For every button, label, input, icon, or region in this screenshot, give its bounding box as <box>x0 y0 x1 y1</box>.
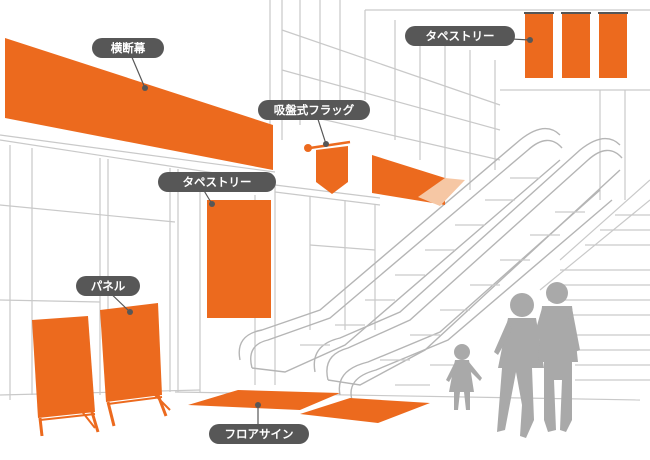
floor-sign-1 <box>188 390 340 410</box>
label-tapestry-top: タペストリー <box>405 26 515 46</box>
label-kyuban-flag-text: 吸盤式フラッグ <box>274 103 355 117</box>
wall-flag-light <box>418 178 465 206</box>
escalators <box>238 127 623 401</box>
woman-silhouette <box>494 293 544 438</box>
label-floor-sign: フロアサイン <box>209 424 309 444</box>
floor-sign-2 <box>300 398 430 423</box>
child-silhouette <box>446 344 482 410</box>
label-tapestry-top-text: タペストリー <box>426 29 495 43</box>
tapestry-top-1 <box>525 14 553 78</box>
panel-left <box>32 316 100 437</box>
label-panel-text: パネル <box>91 279 126 293</box>
man-silhouette <box>530 282 580 432</box>
staircase <box>539 179 650 381</box>
label-yokodanmaku-text: 横断幕 <box>111 41 146 55</box>
label-tapestry-mid-text: タペストリー <box>183 175 252 189</box>
label-yokodanmaku: 横断幕 <box>92 38 164 58</box>
tapestry-group-top <box>524 12 628 78</box>
label-panel: パネル <box>76 276 140 296</box>
label-kyuban-flag: 吸盤式フラッグ <box>258 100 370 120</box>
tapestry-top-2 <box>562 14 590 78</box>
tapestry-top-3 <box>599 14 627 78</box>
kyuban-flag <box>304 140 351 194</box>
panel-right <box>100 303 171 427</box>
label-floor-sign-text: フロアサイン <box>225 427 294 441</box>
label-tapestry-mid: タペストリー <box>158 172 276 192</box>
yokodanmaku-banner <box>5 38 273 170</box>
tapestry-mid <box>207 200 271 318</box>
people-silhouettes <box>446 282 580 438</box>
